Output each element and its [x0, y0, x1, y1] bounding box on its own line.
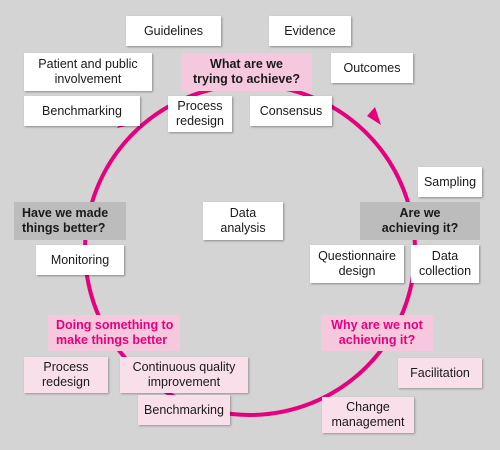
questionnaire-design-box: Questionnaire design	[310, 245, 404, 283]
consensus-box: Consensus	[250, 96, 332, 126]
patient-involvement-box: Patient and public involvement	[24, 53, 152, 91]
data-collection-box: Data collection	[411, 245, 479, 283]
change-management-box: Change management	[322, 397, 414, 433]
facilitation-box: Facilitation	[398, 358, 482, 388]
sampling-box: Sampling	[418, 167, 482, 197]
stage-what-are-we-trying-to-achieve: What are we trying to achieve?	[181, 53, 312, 91]
cycle-arrowhead-right	[367, 107, 381, 125]
continuous-quality-improvement-box: Continuous quality improvement	[120, 357, 248, 393]
guidelines-box: Guidelines	[126, 16, 221, 46]
stage-are-we-achieving-it: Are we achieving it?	[360, 202, 480, 240]
stage-why-are-we-not-achieving-it: Why are we not achieving it?	[321, 315, 433, 351]
monitoring-box: Monitoring	[36, 245, 124, 275]
benchmarking-box-bottom: Benchmarking	[138, 395, 230, 425]
stage-doing-something-to-make-things-better: Doing something to make things better	[48, 315, 180, 351]
benchmarking-box-top: Benchmarking	[24, 96, 140, 126]
evidence-box: Evidence	[269, 16, 351, 46]
process-redesign-box-bottom: Process redesign	[24, 357, 108, 393]
data-analysis-box: Data analysis	[203, 202, 283, 240]
stage-have-we-made-things-better: Have we made things better?	[14, 202, 126, 240]
process-redesign-box-top: Process redesign	[168, 96, 232, 132]
outcomes-box: Outcomes	[331, 53, 413, 83]
